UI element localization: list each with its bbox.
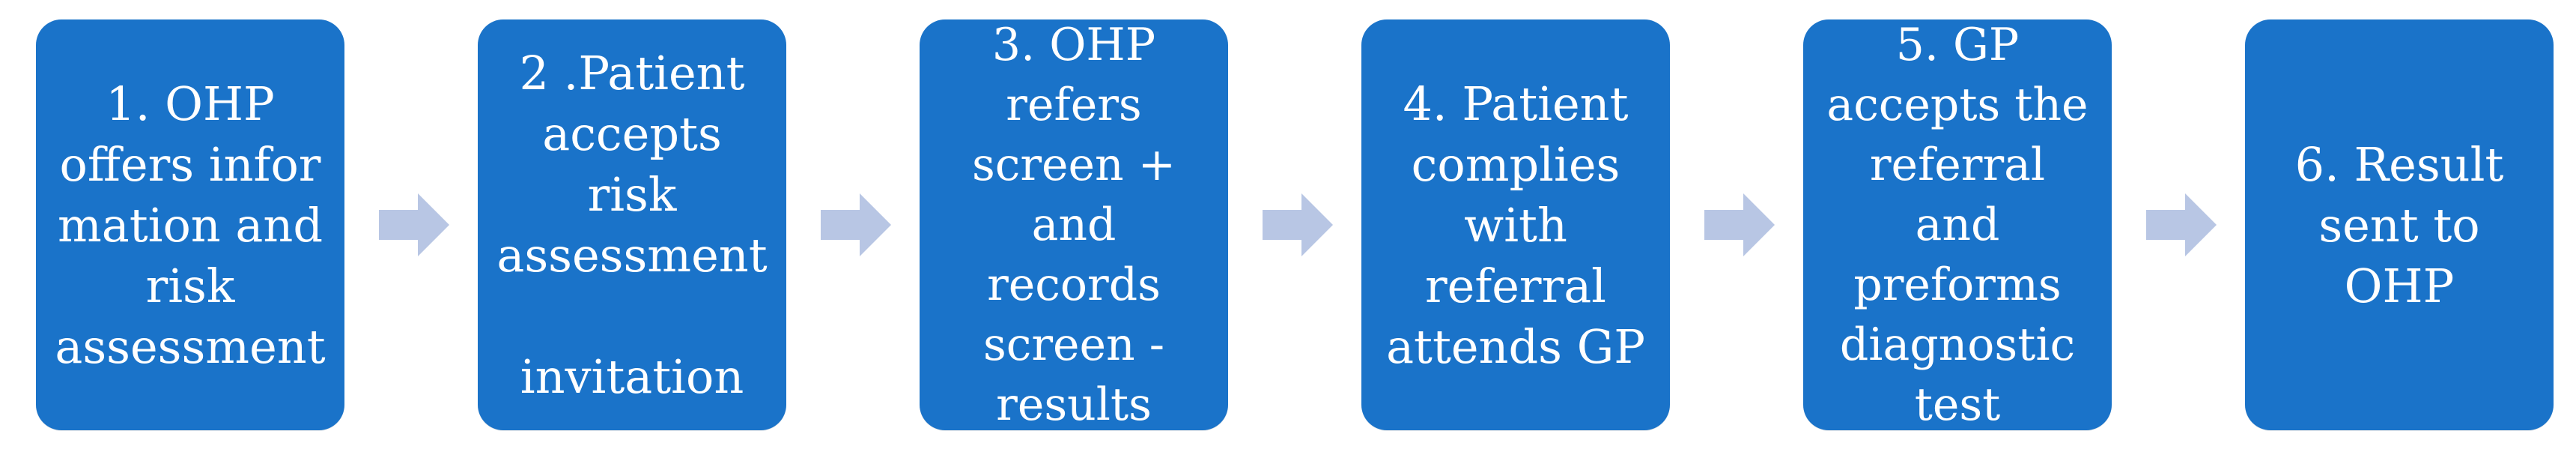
- step-1-box: 1. OHP offers infor mation and risk asse…: [36, 19, 344, 430]
- step-2-box: 2 .Patient accepts risk assessment invit…: [478, 19, 786, 430]
- arrow-shape: [379, 193, 449, 256]
- right-arrow-icon: [2146, 187, 2221, 262]
- right-arrow-icon: [379, 187, 454, 262]
- right-arrow-icon: [1263, 187, 1337, 262]
- arrow-shape: [2146, 193, 2217, 256]
- step-4-label: 4. Patient complies with referral attend…: [1386, 76, 1645, 374]
- step-3-box: 3. OHP refers screen + and records scree…: [920, 19, 1228, 431]
- arrow-shape: [821, 193, 891, 256]
- right-arrow-icon: [1704, 187, 1779, 262]
- step-5-box: 5. GP accepts the referral and preforms …: [1803, 19, 2112, 431]
- right-arrow-icon: [821, 187, 896, 262]
- step-5-label: 5. GP accepts the referral and preforms …: [1826, 19, 2089, 431]
- step-6-box: 6. Result sent to OHP: [2245, 19, 2554, 430]
- step-4-box: 4. Patient complies with referral attend…: [1361, 19, 1670, 430]
- arrow-shape: [1263, 193, 1333, 256]
- step-2-label: 2 .Patient accepts risk assessment invit…: [496, 46, 768, 404]
- arrow-shape: [1704, 193, 1775, 256]
- step-6-label: 6. Result sent to OHP: [2294, 136, 2504, 313]
- step-1-label: 1. OHP offers infor mation and risk asse…: [55, 76, 326, 374]
- step-3-label: 3. OHP refers screen + and records scree…: [971, 19, 1176, 431]
